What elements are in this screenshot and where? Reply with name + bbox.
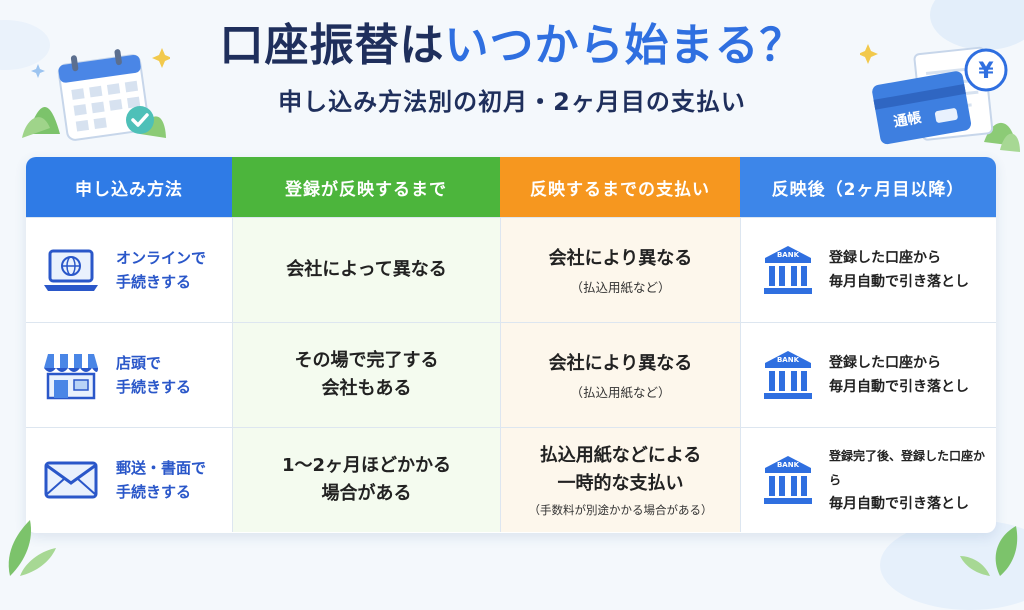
passbook-card-icon: ¥ 通帳	[860, 44, 1020, 152]
page-subtitle: 申し込み方法別の初月・2ヶ月目の支払い	[278, 88, 746, 116]
table-row: 郵送・書面で手続きする 1〜2ヶ月ほどかかる場合がある 払込用紙などによる一時的…	[26, 427, 996, 532]
method-cell: オンラインで手続きする	[26, 218, 232, 322]
passbook-label: 通帳	[892, 109, 923, 131]
bank-icon: BANK	[764, 246, 812, 294]
after-text: 登録完了後、登録した口座から毎月自動で引き落とし	[829, 449, 986, 512]
method-cell: 郵送・書面で手続きする	[26, 428, 232, 532]
yen-icon: ¥	[978, 59, 994, 84]
table-row: 店頭で手続きする その場で完了する会社もある 会社により異なる（払込用紙など） …	[26, 322, 996, 427]
method-label: 店頭で手続きする	[116, 354, 192, 396]
svg-text:BANK: BANK	[777, 251, 800, 259]
before-payment-cell: 会社により異なる（払込用紙など）	[500, 218, 740, 322]
header-method: 申し込み方法	[26, 157, 232, 217]
bank-icon: BANK	[764, 456, 812, 504]
header-after: 反映後（2ヶ月目以降）	[740, 157, 996, 217]
table-header-row: 申し込み方法 登録が反映するまで 反映するまでの支払い 反映後（2ヶ月目以降）	[26, 157, 996, 217]
after-cell: BANK 登録完了後、登録した口座から毎月自動で引き落とし	[740, 428, 996, 532]
title-part-1: 口座振替は	[219, 20, 445, 71]
svg-text:BANK: BANK	[777, 356, 800, 364]
table-row: オンラインで手続きする 会社によって異なる 会社により異なる（払込用紙など） B…	[26, 217, 996, 322]
registration-cell: その場で完了する会社もある	[232, 323, 500, 427]
before-payment-cell: 会社により異なる（払込用紙など）	[500, 323, 740, 427]
after-cell: BANK 登録した口座から毎月自動で引き落とし	[740, 323, 996, 427]
svg-text:BANK: BANK	[777, 461, 800, 469]
after-text: 登録した口座から毎月自動で引き落とし	[829, 355, 969, 395]
envelope-icon	[44, 461, 98, 499]
leaf-decoration	[960, 526, 1018, 576]
page-title: 口座振替はいつから始まる？	[0, 18, 1024, 74]
registration-cell: 1〜2ヶ月ほどかかる場合がある	[232, 428, 500, 532]
storefront-icon	[44, 354, 98, 400]
before-payment-cell: 払込用紙などによる一時的な支払い（手数料が別途かかる場合がある）	[500, 428, 740, 532]
calendar-check-icon	[22, 48, 170, 141]
comparison-table: 申し込み方法 登録が反映するまで 反映するまでの支払い 反映後（2ヶ月目以降） …	[26, 157, 996, 533]
method-label: 郵送・書面で手続きする	[116, 459, 207, 501]
header-registration: 登録が反映するまで	[232, 157, 500, 217]
bank-icon: BANK	[764, 351, 812, 399]
registration-cell: 会社によって異なる	[232, 218, 500, 322]
leaf-decoration	[8, 520, 56, 576]
method-label: オンラインで手続きする	[116, 249, 207, 291]
title-part-2: いつから始まる？	[444, 20, 805, 71]
method-cell: 店頭で手続きする	[26, 323, 232, 427]
title-block: 口座振替はいつから始まる？ 申し込み方法別の初月・2ヶ月目の支払い	[0, 18, 1024, 117]
laptop-globe-icon	[44, 249, 98, 291]
after-text: 登録した口座から毎月自動で引き落とし	[829, 250, 969, 290]
header-before-payment: 反映するまでの支払い	[500, 157, 740, 217]
after-cell: BANK 登録した口座から毎月自動で引き落とし	[740, 218, 996, 322]
